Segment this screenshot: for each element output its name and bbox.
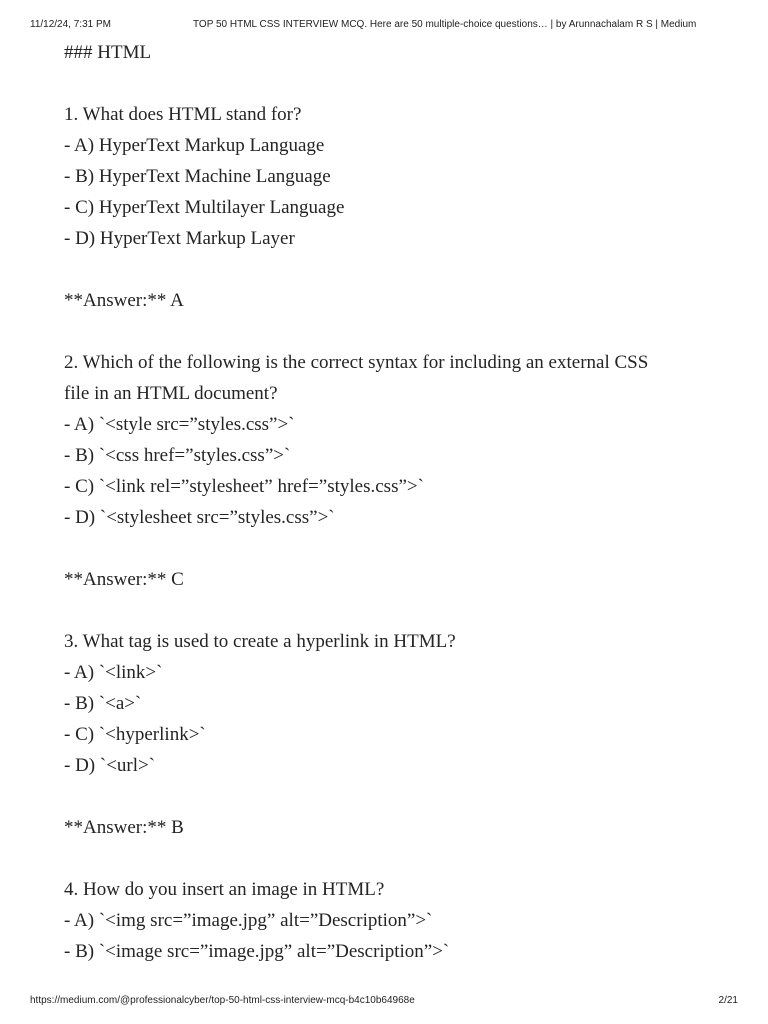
q2-option-d: - D) `<stylesheet src=”styles.css”>` bbox=[64, 507, 335, 528]
q3-answer: **Answer:** B bbox=[64, 817, 184, 838]
q1-option-d: - D) HyperText Markup Layer bbox=[64, 228, 295, 249]
q1-option-c: - C) HyperText Multilayer Language bbox=[64, 197, 345, 218]
q3-option-d: - D) `<url>` bbox=[64, 755, 156, 776]
q4-option-a: - A) `<img src=”image.jpg” alt=”Descript… bbox=[64, 910, 433, 931]
question-3: 3. What tag is used to create a hyperlin… bbox=[64, 631, 456, 652]
question-2-line-2: file in an HTML document? bbox=[64, 383, 278, 404]
print-page-number: 2/21 bbox=[718, 995, 738, 1006]
print-date: 11/12/24, 7:31 PM bbox=[30, 19, 111, 30]
question-2-line-1: 2. Which of the following is the correct… bbox=[64, 352, 649, 373]
q2-answer: **Answer:** C bbox=[64, 569, 184, 590]
section-heading: ### HTML bbox=[64, 42, 152, 63]
spacer bbox=[64, 533, 724, 564]
q4-option-b: - B) `<image src=”image.jpg” alt=”Descri… bbox=[64, 941, 450, 962]
spacer bbox=[64, 843, 724, 874]
q1-option-a: - A) HyperText Markup Language bbox=[64, 135, 325, 156]
q1-answer: **Answer:** A bbox=[64, 290, 184, 311]
q3-option-c: - C) `<hyperlink>` bbox=[64, 724, 206, 745]
article-body: ### HTML 1. What does HTML stand for? - … bbox=[64, 37, 724, 967]
q1-option-b: - B) HyperText Machine Language bbox=[64, 166, 331, 187]
spacer bbox=[64, 68, 724, 99]
q2-option-b: - B) `<css href=”styles.css”>` bbox=[64, 445, 291, 466]
question-4: 4. How do you insert an image in HTML? bbox=[64, 879, 385, 900]
print-page-url: https://medium.com/@professionalcyber/to… bbox=[30, 995, 415, 1006]
q2-option-a: - A) `<style src=”styles.css”>` bbox=[64, 414, 295, 435]
spacer bbox=[64, 595, 724, 626]
print-page-title: TOP 50 HTML CSS INTERVIEW MCQ. Here are … bbox=[193, 19, 697, 30]
q3-option-b: - B) `<a>` bbox=[64, 693, 142, 714]
spacer bbox=[64, 781, 724, 812]
question-1: 1. What does HTML stand for? bbox=[64, 104, 302, 125]
spacer bbox=[64, 316, 724, 347]
q3-option-a: - A) `<link>` bbox=[64, 662, 163, 683]
q2-option-c: - C) `<link rel=”stylesheet” href=”style… bbox=[64, 476, 424, 497]
spacer bbox=[64, 254, 724, 285]
